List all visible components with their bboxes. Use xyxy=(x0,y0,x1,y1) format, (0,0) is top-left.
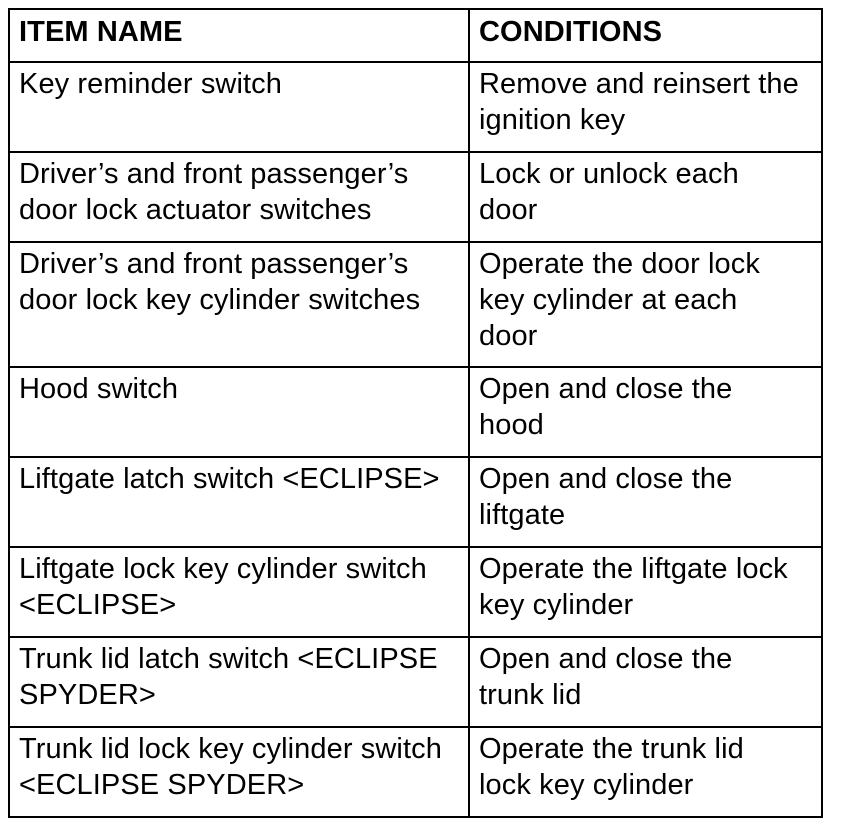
conditions-text: door xyxy=(479,194,538,226)
item-name-text: Trunk lid latch switch <ECLIPSE xyxy=(19,643,438,675)
header-row: ITEM NAME CONDITIONS xyxy=(8,8,823,63)
item-name-cell: Hood switch xyxy=(8,366,470,458)
conditions-text: key cylinder at each xyxy=(479,284,738,316)
item-name-text: <ECLIPSE> xyxy=(19,589,177,621)
conditions-cell: Operate the trunk lid lock key cylinder xyxy=(468,726,823,818)
table-row: Trunk lid latch switch <ECLIPSE SPYDER> Op… xyxy=(8,636,823,728)
conditions-text: Lock or unlock each xyxy=(479,158,739,190)
conditions-cell: Open and close the hood xyxy=(468,366,823,458)
conditions-cell: Operate the door lock key cylinder at eac… xyxy=(468,241,823,368)
item-name-text: Liftgate latch switch <ECLIPSE> xyxy=(19,463,440,495)
item-name-cell: Driver’s and front passenger’s door lock … xyxy=(8,151,470,243)
header-conditions: CONDITIONS xyxy=(468,8,823,63)
conditions-text: Open and close the xyxy=(479,463,733,495)
conditions-text: liftgate xyxy=(479,499,566,531)
item-name-cell: Trunk lid latch switch <ECLIPSE SPYDER> xyxy=(8,636,470,728)
conditions-text: Operate the liftgate lock xyxy=(479,553,788,585)
header-item-name: ITEM NAME xyxy=(8,8,470,63)
item-name-text: Driver’s and front passenger’s xyxy=(19,248,409,280)
table-row: Hood switch Open and close the hood xyxy=(8,366,823,458)
item-name-text: door lock actuator switches xyxy=(19,194,372,226)
conditions-cell: Lock or unlock each door xyxy=(468,151,823,243)
item-name-cell: Trunk lid lock key cylinder switch <ECLIP… xyxy=(8,726,470,818)
item-name-text: Hood switch xyxy=(19,373,179,405)
conditions-text: Open and close the xyxy=(479,643,733,675)
table-row: Key reminder switch Remove and reinsert t… xyxy=(8,61,823,153)
conditions-text: Open and close the xyxy=(479,373,733,405)
item-name-cell: Driver’s and front passenger’s door lock … xyxy=(8,241,470,368)
item-name-cell: Key reminder switch xyxy=(8,61,470,153)
conditions-text: Operate the door lock xyxy=(479,248,760,280)
table-row: Liftgate latch switch <ECLIPSE> Open and … xyxy=(8,456,823,548)
table-row: Driver’s and front passenger’s door lock … xyxy=(8,151,823,243)
item-name-cell: Liftgate latch switch <ECLIPSE> xyxy=(8,456,470,548)
conditions-cell: Open and close the trunk lid xyxy=(468,636,823,728)
conditions-cell: Remove and reinsert the ignition key xyxy=(468,61,823,153)
conditions-text: key cylinder xyxy=(479,589,634,621)
item-name-text: Trunk lid lock key cylinder switch xyxy=(19,733,442,765)
conditions-text: hood xyxy=(479,409,544,441)
item-name-text: Key reminder switch xyxy=(19,68,282,100)
conditions-cell: Open and close the liftgate xyxy=(468,456,823,548)
item-name-text: door lock key cylinder switches xyxy=(19,284,421,316)
item-name-text: Driver’s and front passenger’s xyxy=(19,158,409,190)
conditions-text: trunk lid xyxy=(479,679,582,711)
switch-conditions-table: ITEM NAME CONDITIONS Key reminder switch… xyxy=(8,8,823,818)
item-name-text: Liftgate lock key cylinder switch xyxy=(19,553,427,585)
table-body: Key reminder switch Remove and reinsert t… xyxy=(8,61,823,818)
item-name-cell: Liftgate lock key cylinder switch <ECLIPS… xyxy=(8,546,470,638)
conditions-text: lock key cylinder xyxy=(479,769,694,801)
conditions-text: Operate the trunk lid xyxy=(479,733,744,765)
table-row: Driver’s and front passenger’s door lock … xyxy=(8,241,823,368)
item-name-text: <ECLIPSE SPYDER> xyxy=(19,769,305,801)
conditions-text: ignition key xyxy=(479,104,626,136)
conditions-cell: Operate the liftgate lock key cylinder xyxy=(468,546,823,638)
conditions-text: door xyxy=(479,320,538,352)
table-row: Liftgate lock key cylinder switch <ECLIPS… xyxy=(8,546,823,638)
item-name-text: SPYDER> xyxy=(19,679,156,711)
table-row: Trunk lid lock key cylinder switch <ECLIP… xyxy=(8,726,823,818)
conditions-text: Remove and reinsert the xyxy=(479,68,799,100)
table-header: ITEM NAME CONDITIONS xyxy=(8,8,823,63)
